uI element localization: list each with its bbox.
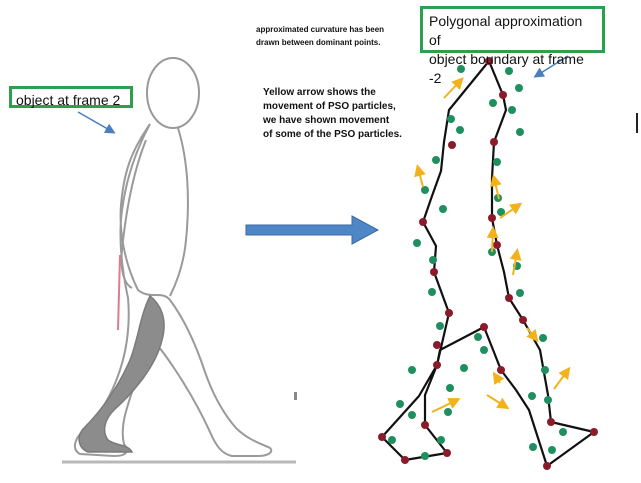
callout-arrow-right <box>533 55 569 78</box>
callout-arrow-left <box>77 111 116 134</box>
polygon-approximation <box>380 60 596 468</box>
right-arrow-icon <box>245 215 380 245</box>
polygon-title-label: Polygonal approximation of object bounda… <box>420 6 605 86</box>
object-frame-text: object at frame 2 <box>16 92 121 108</box>
yellow-arrow-note: Yellow arrow shows the movement of PSO p… <box>263 86 423 142</box>
polygon-title-line2: object boundary at frame -2 <box>429 51 584 86</box>
curvature-note: approximated curvature has been drawn be… <box>256 23 426 49</box>
yellow-note-line3: we have shown movement <box>263 115 390 126</box>
curvature-note-line1: approximated curvature has been <box>256 25 385 34</box>
polygon-title-line1: Polygonal approximation of <box>429 13 583 48</box>
yellow-note-line2: movement of PSO particles, <box>263 101 396 112</box>
pso-movement-arrows <box>414 77 571 413</box>
text-cursor-mark <box>636 113 638 133</box>
object-frame-label: object at frame 2 <box>9 86 133 108</box>
curvature-note-line2: drawn between dominant points. <box>256 38 381 47</box>
yellow-note-line1: Yellow arrow shows the <box>263 87 376 98</box>
dominant-points <box>378 57 598 470</box>
yellow-note-line4: of some of the PSO particles. <box>263 129 402 140</box>
pso-particles <box>388 65 567 460</box>
walking-person-icon <box>62 57 297 464</box>
